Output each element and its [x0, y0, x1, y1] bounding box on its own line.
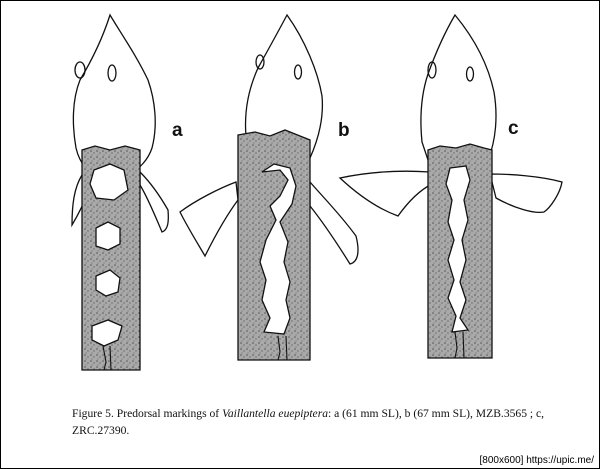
fish-c-head	[420, 13, 497, 161]
fish-b-cut	[277, 335, 288, 361]
panel-label-a: a	[172, 120, 183, 141]
fish-a-blotch-4	[91, 319, 123, 347]
caption-prefix: Figure 5. Predorsal markings of	[72, 407, 223, 420]
fish-a	[71, 13, 169, 371]
fish-a-cut	[102, 345, 112, 371]
fish-a-eye-right	[107, 64, 117, 82]
fish-c-pale-stripe	[445, 165, 471, 333]
fish-a-body	[81, 145, 141, 371]
fish-b-eye-left	[255, 54, 265, 70]
fish-c-eye-right	[465, 66, 475, 82]
fish-c-cut	[454, 331, 465, 359]
panel-label-b: b	[338, 120, 350, 141]
fish-c-fin-right	[489, 173, 563, 214]
fish-b-pale-stripe	[259, 163, 297, 335]
fish-a-blotch-2	[95, 221, 121, 251]
panel-label-c: c	[508, 118, 519, 139]
caption-species: Vaillantella euepiptera	[222, 407, 328, 420]
fish-b-fin-left	[179, 181, 239, 258]
fish-c-fin-left	[338, 170, 433, 217]
fish-a-eye-left	[74, 61, 86, 79]
fish-b	[179, 13, 359, 361]
fish-a-fin-right	[139, 170, 169, 233]
fish-c	[338, 13, 563, 359]
fish-b-fin-right	[309, 180, 359, 265]
watermark-text: [800x600] https://upic.me/	[477, 455, 596, 466]
fish-c-eye-left	[427, 61, 437, 79]
figure-caption: Figure 5. Predorsal markings of Vaillant…	[72, 405, 572, 439]
fish-a-blotch-1	[89, 163, 129, 201]
fish-b-eye-right	[293, 64, 303, 80]
fish-a-blotch-3	[95, 269, 121, 297]
caption-suffix: : a (61 mm SL), b (67 mm SL), MZB.3565 ;…	[72, 407, 545, 437]
